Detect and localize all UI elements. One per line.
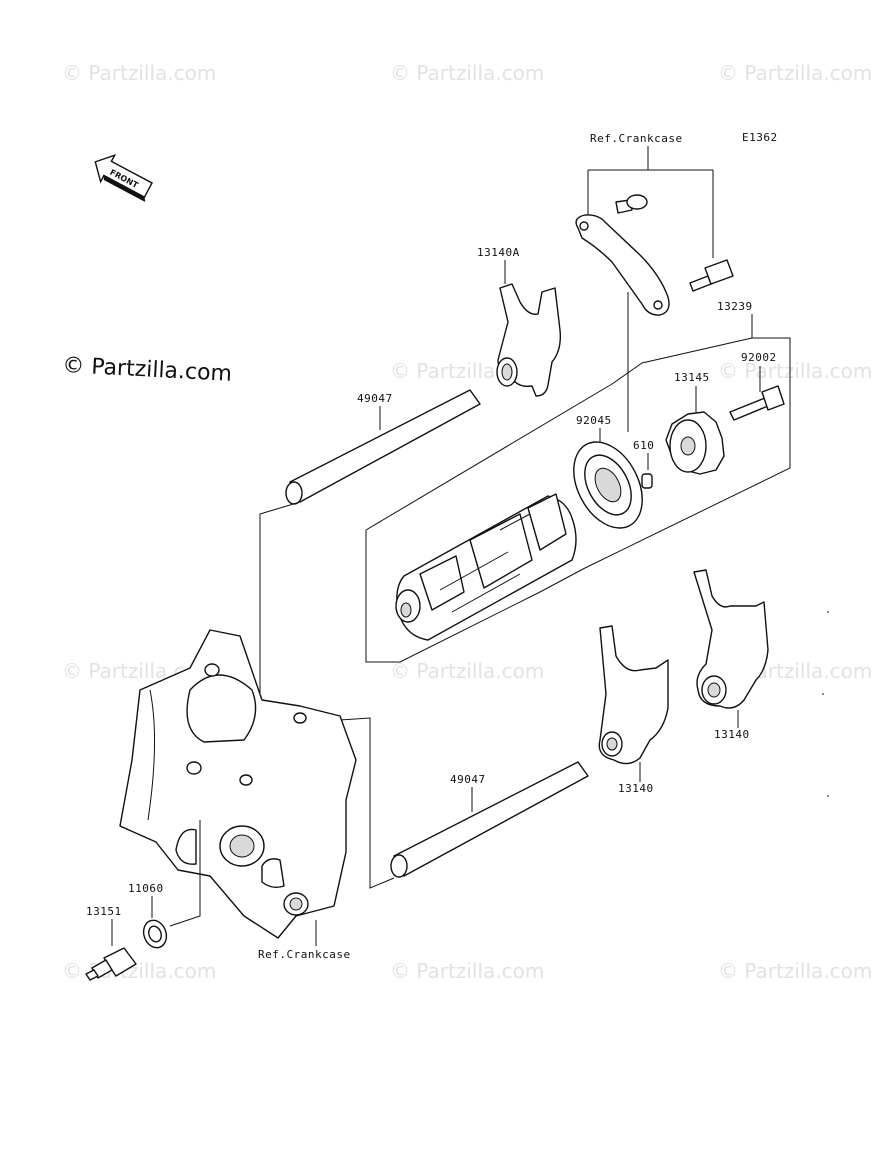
diagram-code: E1362 [742,131,778,144]
watermark-text: © Partzilla.com [390,659,544,683]
watermark-text: © Partzilla.com [62,61,216,85]
label-49047-bottom: 49047 [450,773,486,786]
shaft-49047-bottom: 49047 [339,717,589,889]
shift-drum [395,493,577,641]
watermark-text: © Partzilla.com [390,61,544,85]
label-13239: 13239 [717,300,753,313]
shift-fork-13140-mid: 13140 [598,625,669,795]
watermark-text: © Partzilla.com [390,959,544,983]
label-ref-crankcase-bottom: Ref.Crankcase [258,948,351,961]
switch-13151: 13151 [85,905,137,981]
drum-cam-13145: 13145 [665,371,725,475]
bolt-92002: 92002 [729,351,785,421]
label-13151: 13151 [86,905,122,918]
pin-610: 610 [633,439,654,489]
bolt-upper [615,194,648,214]
label-92045: 92045 [576,414,612,427]
label-13140-mid: 13140 [618,782,654,795]
ref-crankcase-top-group: Ref.Crankcase [575,132,734,432]
watermark-text: © Partzilla.com [718,61,872,85]
label-13145: 13145 [674,371,710,384]
bearing-92045: 92045 [573,414,643,529]
watermark-text: © Partzilla.com [718,359,872,383]
label-11060: 11060 [128,882,164,895]
label-49047-top: 49047 [357,392,393,405]
crankcase-section: Ref.Crankcase [119,629,357,961]
label-ref-crankcase-top: Ref.Crankcase [590,132,683,145]
label-13140a: 13140A [477,246,520,259]
stopper-bracket [575,214,670,316]
washer-11060: 11060 [128,882,168,949]
shift-fork-13140a: 13140A [477,246,562,397]
watermark-text: © Partzilla.com [718,959,872,983]
label-610: 610 [633,439,654,452]
label-92002: 92002 [741,351,777,364]
bolt-right [689,259,734,292]
shift-fork-13140-right: 13140 [693,569,769,741]
watermark-text: © Partzilla.com [62,959,216,983]
group-box-13239: 13239 [365,300,791,663]
front-arrow-icon: FRONT [94,153,153,203]
watermark-main: © Partzilla.com [62,353,233,387]
label-13140-right: 13140 [714,728,750,741]
shaft-49047-top: 49047 [259,389,481,700]
